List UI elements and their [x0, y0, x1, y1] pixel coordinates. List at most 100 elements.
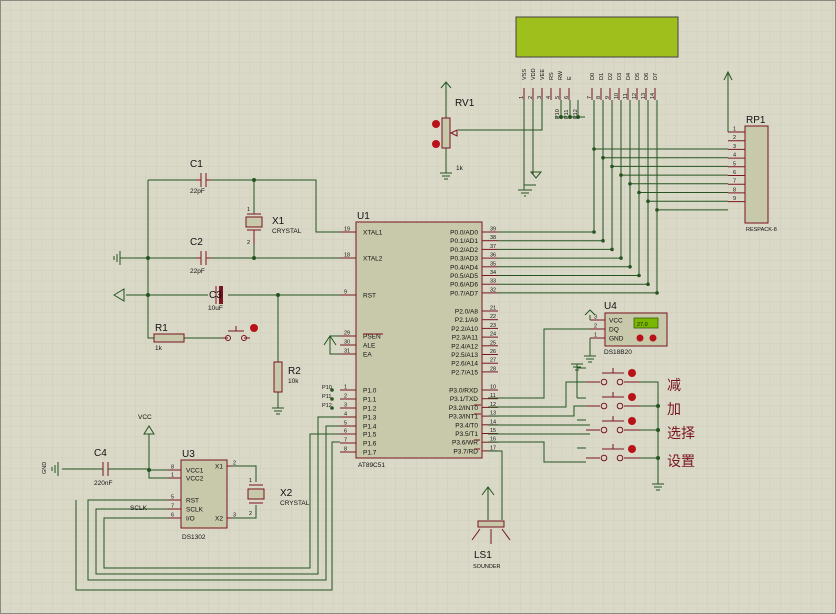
key-button-1[interactable]: 加 [586, 392, 681, 418]
c1-capacitor[interactable]: C1 22pF [190, 159, 211, 195]
u1-pin-num-6: 6 [344, 429, 347, 435]
lcd-power-wires [458, 100, 543, 186]
u1-pin-name-24: P2.3/A11 [452, 335, 479, 342]
u3-rtc[interactable]: U3 DS1302 [180, 449, 228, 541]
net-label-p10: P10 [322, 385, 332, 391]
net-label-vcc: VCC [138, 414, 152, 421]
u1-pin-num-11: 11 [490, 393, 496, 399]
rp1-pin-num-7: 7 [733, 179, 736, 185]
r2-value: 10k [288, 378, 299, 385]
u1-pin-name-12: P3.2/INT0 [449, 405, 479, 412]
u3-pin-num-1: 1 [171, 473, 174, 479]
u1-pin-num-34: 34 [490, 270, 496, 276]
lcd-pin-num-3: 3 [537, 96, 543, 99]
rp1-pin-num-6: 6 [733, 170, 736, 176]
ls1-sounder[interactable]: LS1 SOUNDER [471, 450, 511, 570]
u1-pin-num-19: 19 [344, 227, 350, 233]
key-button-2[interactable]: 选择 [586, 416, 695, 442]
vcc-arrow-lcd [529, 171, 543, 179]
u1-pin-num-22: 22 [490, 314, 496, 320]
u1-pin-name-13: P3.3/INT1 [449, 414, 479, 421]
rv1-ref: RV1 [455, 98, 475, 109]
c3-capacitor[interactable]: C3 10uF [208, 286, 223, 312]
lcd-pin-name-d4: D4 [626, 73, 632, 80]
u3-pin-num-2: 2 [233, 461, 236, 467]
u1-pin-num-8: 8 [344, 447, 347, 453]
u3-pin-name-io: I/O [186, 516, 195, 523]
bus-junction-p0-0 [592, 230, 596, 234]
u1-pin-name-31: EA [363, 352, 372, 359]
key-button-0[interactable]: 减 [586, 368, 681, 394]
r2-resistor[interactable]: R2 10k [273, 361, 301, 393]
u3-pin-num-5: 5 [171, 495, 174, 501]
rp1-resistor-pack[interactable]: RP1 RESPACK-8 [723, 70, 777, 233]
u1-pin-num-38: 38 [490, 235, 496, 241]
u4-pin-num-1: 1 [594, 333, 597, 339]
bus-wire-d5 [498, 100, 728, 276]
u1-pin-num-33: 33 [490, 279, 496, 285]
c2-ref: C2 [190, 237, 203, 248]
bus-junction-p0-7 [655, 291, 659, 295]
r2-ref: R2 [288, 366, 301, 377]
wire-btn-1 [488, 381, 586, 408]
u4-ref: U4 [604, 301, 617, 312]
u3-pin-name-sclk: SCLK [186, 507, 204, 514]
u1-pin-name-9: RST [363, 293, 376, 300]
u1-pin-name-18: XTAL2 [363, 256, 383, 263]
u1-pin-name-4: P1.3 [363, 415, 377, 422]
u1-pin-num-32: 32 [490, 287, 496, 293]
lcd-pin-num-14: 14 [650, 93, 656, 99]
u4-temp-sensor[interactable]: 27.0 U4 DS18B20 [604, 301, 668, 356]
u1-pin-num-24: 24 [490, 332, 496, 338]
lcd-control-wires [555, 100, 585, 118]
u1-pin-num-29: 29 [344, 331, 350, 337]
c1-ref: C1 [190, 159, 203, 170]
u1-pin-num-30: 30 [344, 340, 350, 346]
x1-crystal[interactable]: X1 CRYSTAL 1 2 [245, 207, 302, 246]
u1-pin-name-17: P3.7/RD [453, 448, 478, 455]
u1-pin-num-21: 21 [490, 306, 496, 312]
u1-pin-num-12: 12 [490, 402, 496, 408]
reset-button[interactable] [222, 324, 258, 341]
u1-microcontroller[interactable]: U1 AT89C51 [355, 211, 483, 469]
r1-resistor[interactable]: R1 1k [153, 323, 185, 352]
u1-pin-num-28: 28 [490, 366, 496, 372]
c2-capacitor[interactable]: C2 22pF [190, 237, 211, 275]
key-button-3[interactable]: 设置 [586, 444, 695, 470]
u1-pin-name-27: P2.6/A14 [451, 361, 478, 368]
lcd-pin-num-2: 2 [528, 96, 534, 99]
rp1-value: RESPACK-8 [746, 227, 777, 233]
vcc-arrow-reset [113, 288, 125, 302]
u1-pin-name-8: P1.7 [363, 450, 377, 457]
u1-pin-name-34: P0.5/AD5 [450, 273, 478, 280]
x2-value: CRYSTAL [280, 500, 310, 507]
u1-pin-name-14: P3.4/T0 [455, 422, 478, 429]
ls1-ref: LS1 [474, 550, 492, 561]
p1-net-labels: P10 P11 P12 [322, 385, 334, 410]
bus-junction-rp-4 [628, 182, 632, 186]
x2-crystal[interactable]: X2 CRYSTAL 1 2 [247, 478, 310, 517]
wire-u4-dq [488, 328, 590, 399]
u1-pin-num-10: 10 [490, 385, 496, 391]
lcd-pin-name-vdd: VDD [531, 68, 537, 80]
gnd-symbol-btn [571, 363, 583, 371]
u1-pin-num-23: 23 [490, 323, 496, 329]
bus-junction-rp-3 [619, 173, 623, 177]
wire-btn-gnd [576, 367, 586, 449]
u1-pin-num-31: 31 [344, 349, 350, 355]
u1-pin-name-1: P1.0 [363, 388, 377, 395]
lcd-pin-name-d3: D3 [617, 73, 623, 80]
u1-pin-name-28: P2.7/A15 [451, 369, 478, 376]
u4-pin-name-gnd: GND [609, 336, 624, 343]
net-label-p12: P12 [322, 403, 332, 409]
u1-pin-name-39: P0.0/AD0 [450, 230, 478, 237]
lcd-display[interactable] [515, 16, 679, 58]
u1-pin-num-14: 14 [490, 419, 496, 425]
rp1-pin-num-4: 4 [733, 153, 736, 159]
wire-xtal2 [126, 180, 340, 295]
c4-capacitor[interactable]: C4 220nF GND [42, 448, 149, 487]
rv1-potentiometer[interactable]: RV1 1k [432, 81, 475, 180]
u1-pin-name-37: P0.2/AD2 [450, 247, 478, 254]
